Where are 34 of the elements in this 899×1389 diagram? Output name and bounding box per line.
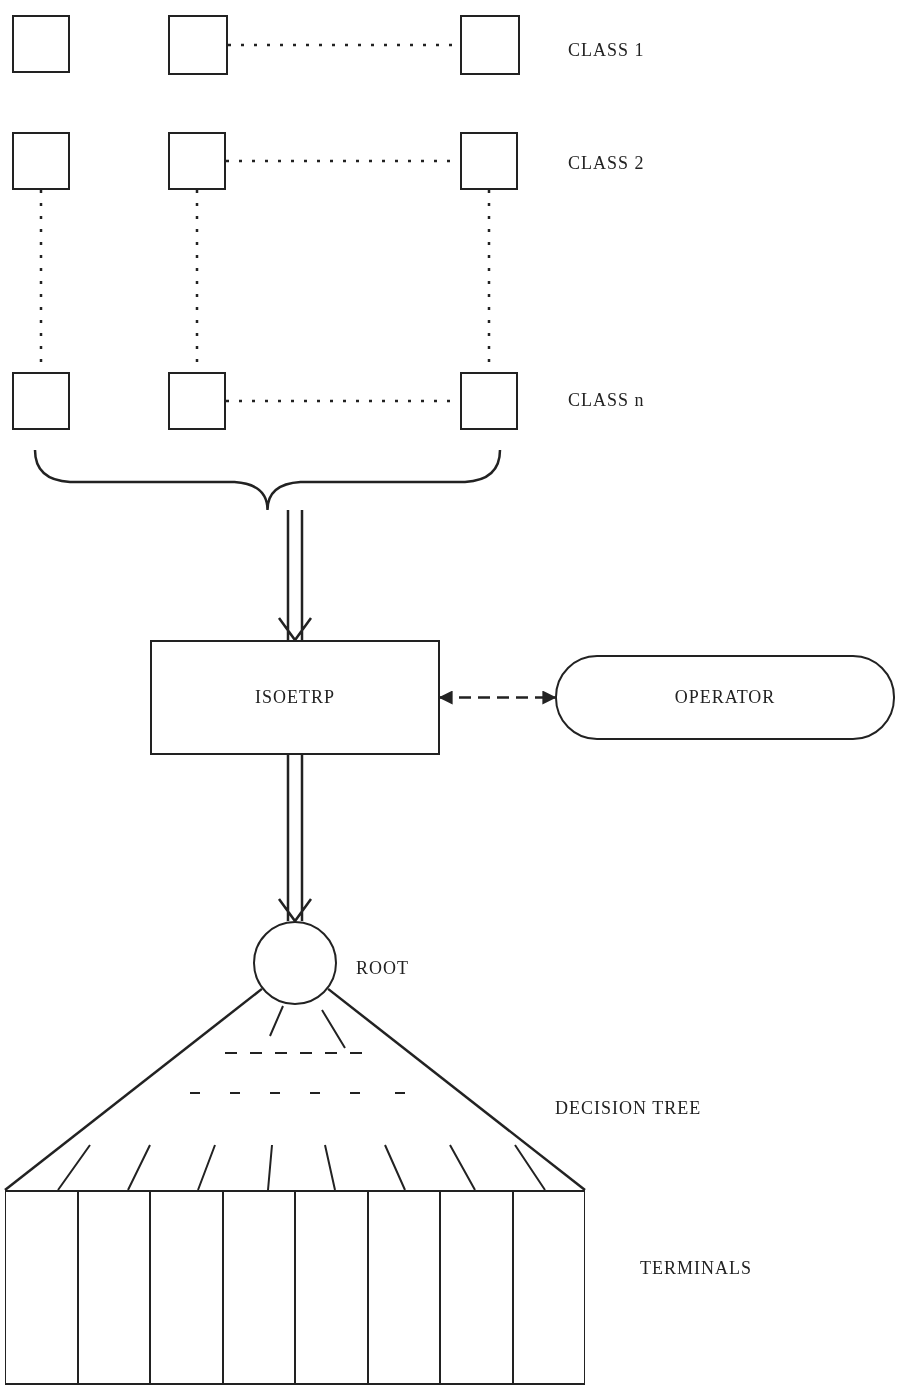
- class-box: [168, 132, 226, 190]
- class-box: [12, 132, 70, 190]
- class-box: [460, 132, 518, 190]
- node-caption: ROOT: [356, 958, 409, 979]
- row-label: CLASS 2: [568, 153, 645, 174]
- row-label: CLASS n: [568, 390, 645, 411]
- class-box: [168, 15, 228, 75]
- terminal-cell: [295, 1190, 368, 1385]
- terminal-cell: [150, 1190, 223, 1385]
- curly-brace: [33, 448, 502, 510]
- node-label: OPERATOR: [674, 687, 776, 708]
- double-arrow: [277, 753, 313, 924]
- class-box: [168, 372, 226, 430]
- row-label: CLASS 1: [568, 40, 645, 61]
- process-box: [150, 640, 440, 755]
- terminal-cell: [5, 1190, 78, 1385]
- root-circle: [253, 921, 337, 1005]
- terminator-shape: [555, 655, 895, 740]
- terminal-cell: [367, 1190, 440, 1385]
- node-label: ISOETRP: [255, 687, 335, 708]
- terminal-cell: [222, 1190, 295, 1385]
- tree-line: [4, 987, 263, 1191]
- row-label: TERMINALS: [640, 1258, 752, 1279]
- terminal-cell: [440, 1190, 513, 1385]
- class-box: [12, 15, 70, 73]
- row-label: DECISION TREE: [555, 1098, 702, 1119]
- double-arrow: [277, 508, 313, 643]
- class-box: [460, 15, 520, 75]
- class-box: [12, 372, 70, 430]
- terminal-cell: [77, 1190, 150, 1385]
- class-box: [460, 372, 518, 430]
- terminal-cell: [512, 1190, 585, 1385]
- dashed-arrow: [438, 690, 557, 705]
- tree-line: [327, 987, 586, 1191]
